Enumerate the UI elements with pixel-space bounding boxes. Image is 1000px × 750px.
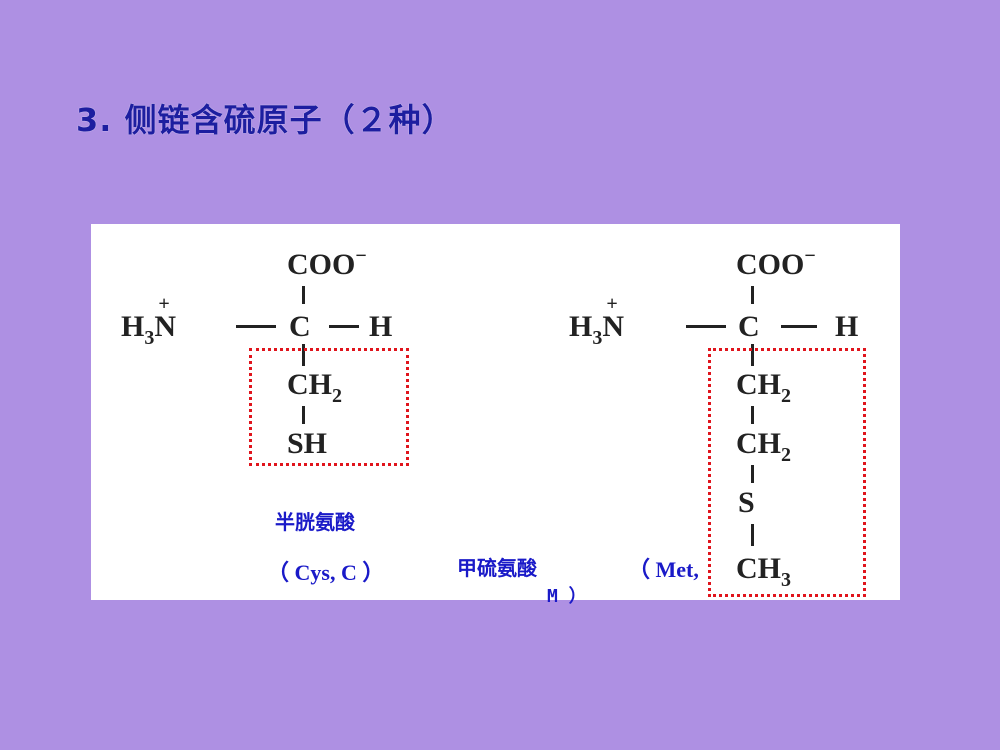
met-abbreviation-line2: M ）: [547, 586, 587, 607]
cys-amino-sub: 3: [144, 327, 155, 349]
met-carboxyl-text: COO: [736, 248, 805, 281]
met-ch3-sub: 3: [781, 569, 791, 591]
cys-carboxyl-text: COO: [287, 248, 356, 281]
cys-minus-charge: −: [355, 245, 367, 267]
cys-abbreviation: （ Cys, C ）: [267, 560, 385, 585]
cys-bond-n-c: [236, 325, 276, 328]
met-bond-n-c: [686, 325, 726, 328]
slide-title: 3. 侧链含硫原子（２种）: [76, 101, 455, 139]
cys-bond-c-ch2: [302, 344, 305, 366]
met-alpha-carbon: C: [738, 310, 760, 343]
met-ch2b-sub: 2: [781, 444, 791, 466]
met-amino-n: N: [602, 310, 625, 343]
met-bond-ch2-s: [751, 465, 754, 483]
cys-sh: SH: [287, 427, 328, 460]
cys-ch2-atom: CH: [287, 368, 332, 401]
met-name-cn: 甲硫氨酸: [457, 556, 537, 580]
met-amino-h: H: [569, 310, 593, 343]
met-bond-ch2-ch2: [751, 406, 754, 424]
met-carboxyl-group: COO−: [736, 246, 816, 281]
cys-ch2-sub: 2: [332, 385, 342, 407]
met-ch2a-atom: CH: [736, 368, 781, 401]
cys-bond-c-coo: [302, 286, 305, 304]
cys-ch2: CH2: [287, 368, 342, 407]
structure-panel: COO− H3+N C H CH2 SH 半胱氨酸 （ Cys, C ） COO…: [91, 224, 900, 600]
met-minus-charge: −: [804, 245, 816, 267]
met-amino-group: H3+N: [569, 294, 625, 348]
cys-bond-ch2-sh: [302, 406, 305, 424]
cys-plus-charge: +: [158, 293, 170, 315]
met-amino-sub: 3: [592, 327, 603, 349]
cys-amino-h: H: [121, 310, 145, 343]
met-abbreviation-line1: （ Met,: [628, 557, 699, 582]
met-plus-charge: +: [606, 293, 618, 315]
cys-amino-group: H3+N: [121, 294, 177, 348]
met-ch3: CH3: [736, 552, 791, 591]
met-bond-c-ch2: [751, 344, 754, 366]
met-ch2a-sub: 2: [781, 385, 791, 407]
cys-amino-n: N: [154, 310, 177, 343]
cys-side-chain-highlight-box: [249, 348, 409, 466]
met-ch2b-atom: CH: [736, 427, 781, 460]
cys-bond-c-h: [329, 325, 359, 328]
met-side-chain-highlight-box: [708, 348, 866, 597]
met-ch2-second: CH2: [736, 427, 791, 466]
cys-alpha-hydrogen: H: [369, 310, 393, 343]
cys-carboxyl-group: COO−: [287, 246, 367, 281]
met-ch2-first: CH2: [736, 368, 791, 407]
met-bond-s-ch3: [751, 524, 754, 546]
met-ch3-atom: CH: [736, 552, 781, 585]
met-bond-c-coo: [751, 286, 754, 304]
cys-name-cn: 半胱氨酸: [275, 510, 355, 534]
cys-alpha-carbon: C: [289, 310, 311, 343]
met-alpha-hydrogen: H: [835, 310, 859, 343]
met-bond-c-h: [781, 325, 817, 328]
met-sulfur: S: [738, 486, 755, 519]
